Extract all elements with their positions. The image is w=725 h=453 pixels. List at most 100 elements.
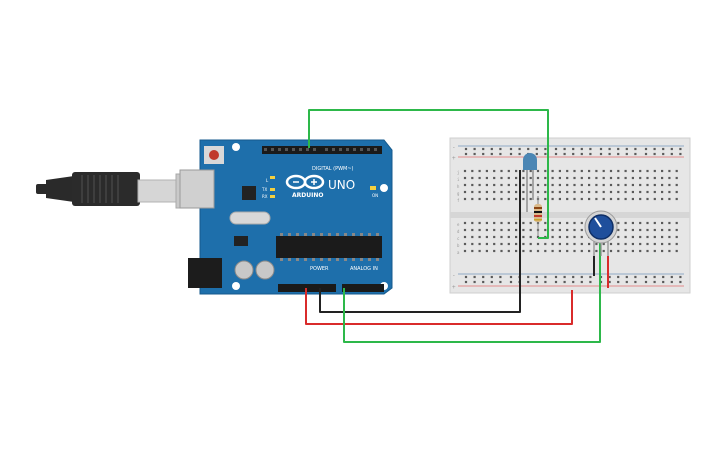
breadboard-hole[interactable] [595,183,598,187]
breadboard-hole[interactable] [507,169,510,173]
breadboard-hole[interactable] [551,235,554,239]
breadboard-hole[interactable] [558,249,561,253]
breadboard-hole[interactable] [471,176,474,180]
breadboard-hole[interactable] [639,183,642,187]
breadboard-hole[interactable] [493,183,496,187]
breadboard-hole[interactable] [563,147,566,151]
breadboard-hole[interactable] [624,169,627,173]
breadboard-hole[interactable] [639,221,642,225]
breadboard-hole[interactable] [566,235,569,239]
breadboard-hole[interactable] [675,228,678,232]
breadboard-hole[interactable] [522,221,525,225]
breadboard-hole[interactable] [670,275,673,279]
breadboard-hole[interactable] [522,169,525,173]
breadboard-hole[interactable] [573,183,576,187]
breadboard-hole[interactable] [653,183,656,187]
breadboard-hole[interactable] [617,190,620,194]
breadboard-hole[interactable] [471,183,474,187]
breadboard-hole[interactable] [509,152,513,156]
breadboard-hole[interactable] [624,242,627,246]
wires[interactable] [305,109,609,343]
breadboard-hole[interactable] [631,221,634,225]
breadboard-hole[interactable] [535,147,538,151]
breadboard-hole[interactable] [485,197,488,201]
breadboard-hole[interactable] [544,242,547,246]
breadboard-hole[interactable] [602,190,605,194]
breadboard-hole[interactable] [602,197,605,201]
breadboard-hole[interactable] [551,183,554,187]
breadboard-hole[interactable] [631,228,634,232]
breadboard-hole[interactable] [544,152,547,156]
breadboard-hole[interactable] [639,235,642,239]
breadboard-hole[interactable] [493,249,496,253]
breadboard-hole[interactable] [595,169,598,173]
wire-green-pin9[interactable] [308,109,549,239]
breadboard-hole[interactable] [573,176,576,180]
breadboard-hole[interactable] [609,169,613,173]
breadboard-hole[interactable] [668,249,671,253]
breadboard-hole[interactable] [535,275,538,279]
breadboard-hole[interactable] [493,169,496,173]
breadboard-hole[interactable] [544,190,547,194]
breadboard-hole[interactable] [573,197,576,201]
breadboard-hole[interactable] [609,242,613,246]
breadboard-hole[interactable] [670,152,673,156]
breadboard-hole[interactable] [668,221,671,225]
breadboard-hole[interactable] [558,183,561,187]
breadboard-hole[interactable] [566,249,569,253]
breadboard-hole[interactable] [529,190,532,194]
breadboard-hole[interactable] [662,147,665,151]
breadboard-hole[interactable] [500,249,503,253]
breadboard-hole[interactable] [634,147,637,151]
breadboard-hole[interactable] [668,228,671,232]
wire-red-5v[interactable] [305,288,573,325]
breadboard-hole[interactable] [608,147,611,151]
breadboard-hole[interactable] [566,242,569,246]
breadboard-hole[interactable] [634,280,637,284]
breadboard-hole[interactable] [490,275,493,279]
breadboard-hole[interactable] [485,190,488,194]
breadboard-hole[interactable] [644,280,648,284]
breadboard-hole[interactable] [625,275,628,279]
reset-button[interactable] [204,146,224,164]
breadboard-hole[interactable] [551,249,554,253]
breadboard-hole[interactable] [515,183,518,187]
breadboard-hole[interactable] [515,221,518,225]
breadboard-hole[interactable] [558,169,561,173]
breadboard-hole[interactable] [522,190,525,194]
breadboard-hole[interactable] [631,190,634,194]
breadboard-hole[interactable] [639,228,642,232]
breadboard-hole[interactable] [551,197,554,201]
breadboard-hole[interactable] [661,221,664,225]
breadboard-hole[interactable] [653,190,656,194]
breadboard-hole[interactable] [463,228,467,232]
analog-header[interactable] [342,284,384,292]
breadboard-hole[interactable] [572,152,575,156]
breadboard-hole[interactable] [624,197,627,201]
breadboard-hole[interactable] [509,147,513,151]
breadboard-hole[interactable] [499,275,502,279]
breadboard[interactable]: + - + - j i h g f e d c b a [449,137,691,294]
breadboard-hole[interactable] [675,190,678,194]
breadboard-hole[interactable] [535,152,538,156]
breadboard-hole[interactable] [617,235,620,239]
breadboard-hole[interactable] [507,190,510,194]
breadboard-hole[interactable] [617,221,620,225]
breadboard-hole[interactable] [471,197,474,201]
breadboard-hole[interactable] [624,176,627,180]
breadboard-hole[interactable] [566,183,569,187]
breadboard-hole[interactable] [617,152,620,156]
breadboard-hole[interactable] [563,152,566,156]
breadboard-hole[interactable] [631,249,634,253]
breadboard-hole[interactable] [463,176,467,180]
breadboard-hole[interactable] [500,221,503,225]
breadboard-hole[interactable] [617,242,620,246]
breadboard-hole[interactable] [499,280,502,284]
breadboard-hole[interactable] [595,249,598,253]
breadboard-hole[interactable] [646,242,649,246]
breadboard-hole[interactable] [580,176,583,180]
breadboard-hole[interactable] [536,176,540,180]
breadboard-hole[interactable] [509,275,513,279]
breadboard-hole[interactable] [662,275,665,279]
